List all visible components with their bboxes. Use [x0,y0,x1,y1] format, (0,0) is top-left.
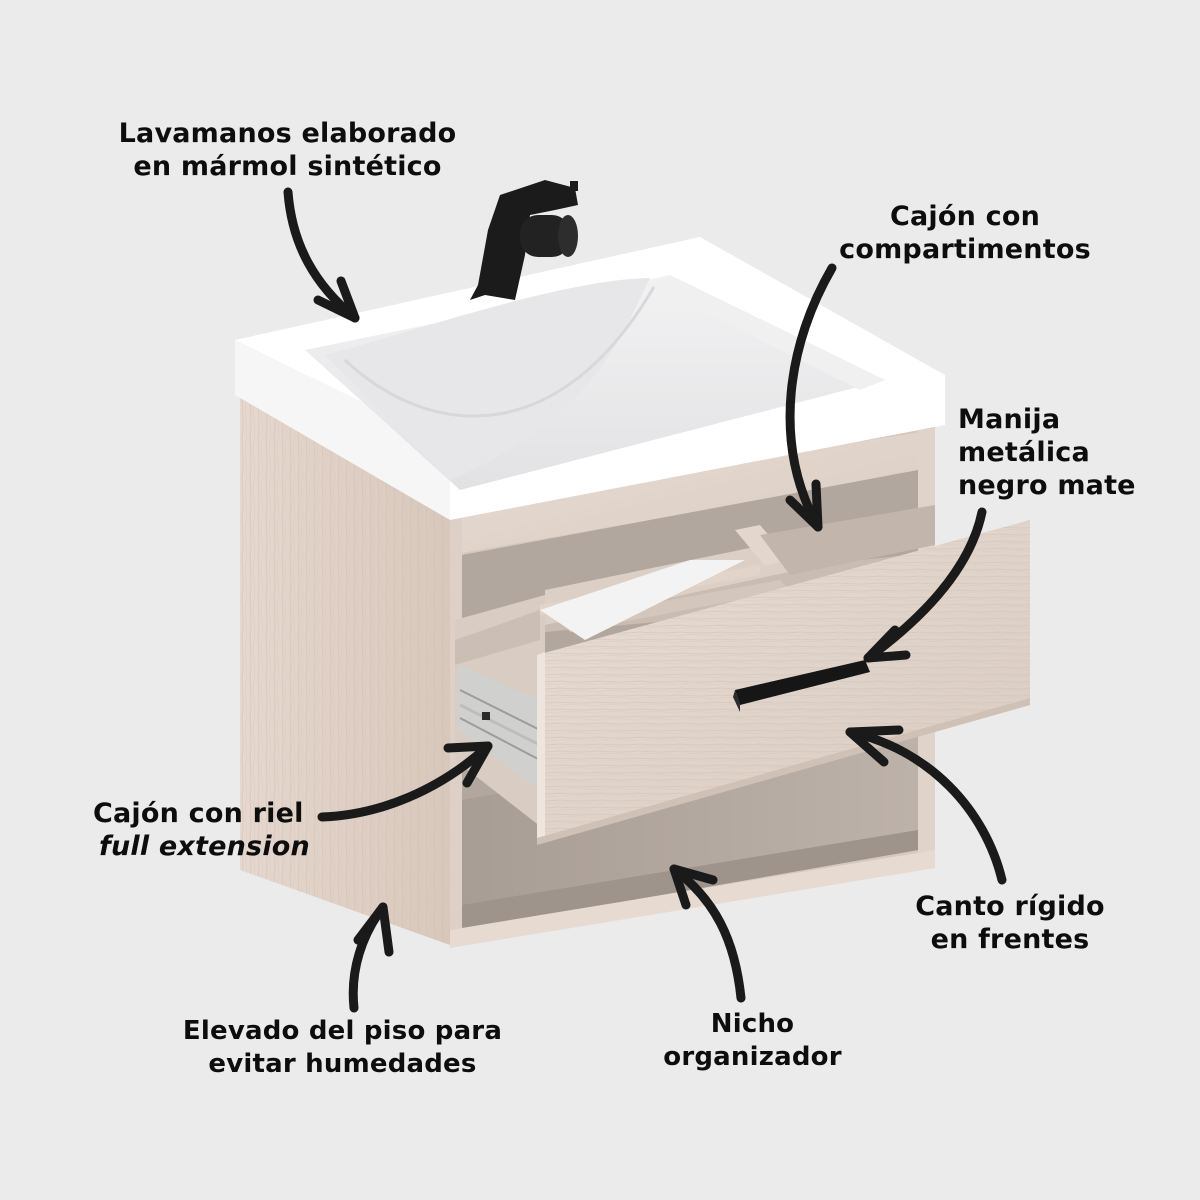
callout-lavamanos-line-1: Lavamanos elaborado [118,118,457,149]
callout-nicho-line-2: organizador [663,1042,842,1072]
arrow-elevado [348,902,394,1013]
callout-manija-line-3: negro mate [958,470,1136,501]
arrow-compartimentos [785,263,837,532]
callout-elevado-line-1: Elevado del piso para [182,1016,503,1046]
basin [235,237,945,520]
callout-nicho: Nicho organizador [655,1008,850,1074]
callout-canto-line-2: en frentes [930,924,1090,955]
callout-manija-line-1: Manija [958,404,1061,435]
callout-compartimentos-line-2: compartimentos [839,234,1091,265]
arrow-riel [317,741,493,822]
callout-riel: Cajón con riel full extension [93,797,333,863]
callout-compartimentos-line-1: Cajón con [889,201,1041,232]
drawer-handle [733,660,870,712]
arrow-nicho [669,864,746,1003]
callout-riel-line-2: full extension [99,831,310,862]
callout-riel-line-1: Cajón con riel [93,798,304,829]
cabinet-side-panel [240,395,450,945]
callout-cajon-compartimentos: Cajón con compartimentos [835,200,1095,266]
callout-lavamanos: Lavamanos elaborado en mármol sintético [105,117,470,183]
arrow-canto [845,725,1007,885]
faucet [470,180,578,300]
callout-canto-line-1: Canto rígido [915,891,1105,922]
callout-elevado-line-2: evitar humedades [208,1049,477,1079]
arrow-lavamanos [283,187,360,323]
callout-manija-line-2: metálica [958,437,1090,468]
callout-elevado: Elevado del piso para evitar humedades [170,1015,515,1081]
callout-manija: Manija metálica negro mate [958,403,1158,502]
callout-nicho-line-1: Nicho [710,1009,795,1039]
arrow-manija [863,507,987,663]
callout-canto: Canto rígido en frentes [905,890,1115,956]
drawer-rail [458,665,541,790]
callout-lavamanos-line-2: en mármol sintético [133,151,442,182]
